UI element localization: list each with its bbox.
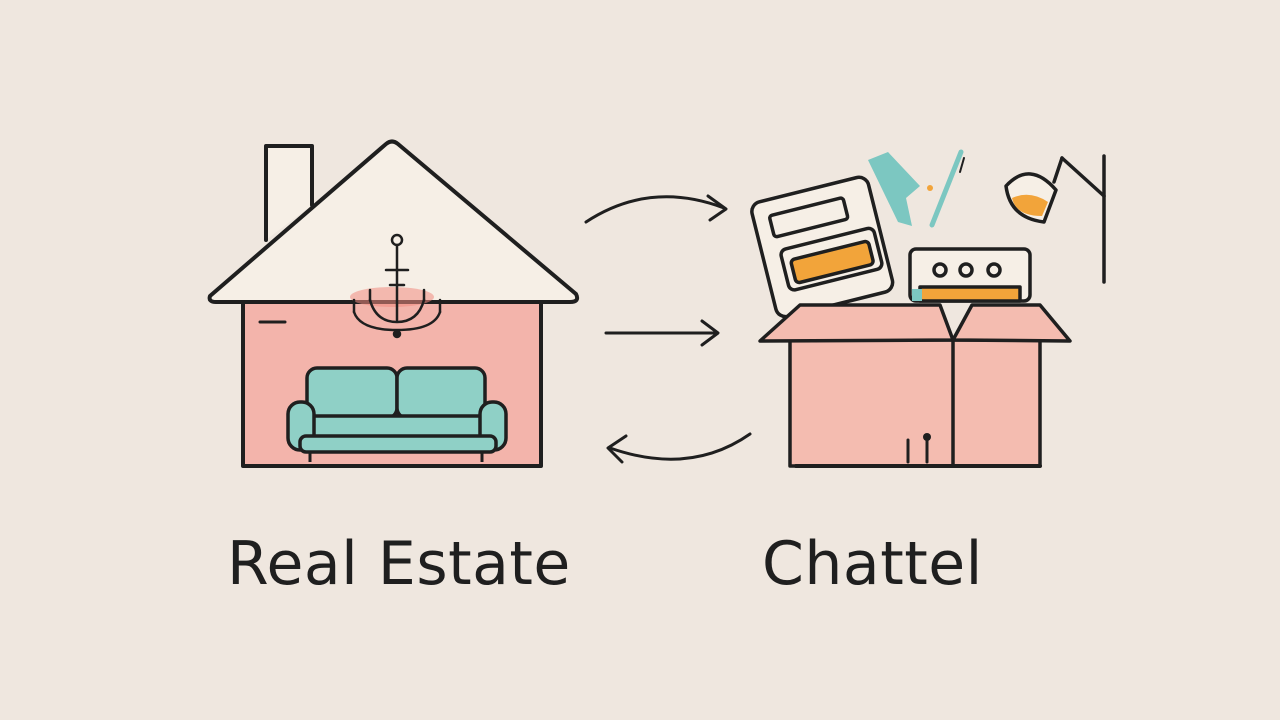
chandelier-icon [350, 233, 442, 339]
lamp-icon [1004, 154, 1106, 284]
arrow-top [584, 195, 726, 224]
sofa-icon [286, 366, 508, 462]
tool-icon [868, 149, 965, 228]
house-roof [207, 139, 580, 304]
arrow-icon [584, 194, 752, 464]
document-icon [750, 175, 895, 319]
real-estate-label: Real Estate [227, 529, 571, 599]
chimney [264, 144, 314, 242]
box-icon [758, 303, 1072, 468]
radio-icon [908, 247, 1032, 303]
chattel-label: Chattel [762, 529, 983, 599]
arrow-bottom [608, 432, 752, 461]
